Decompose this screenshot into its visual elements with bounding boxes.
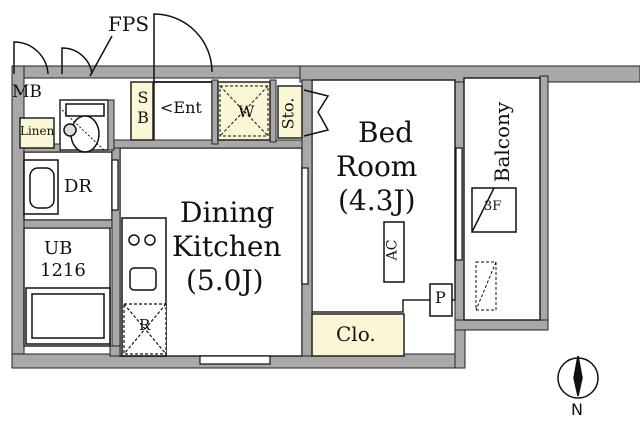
balcony-label: Balcony: [490, 101, 515, 183]
ub-size-label: 1216: [40, 260, 86, 281]
windows: [111, 147, 463, 365]
dining-label: Dining: [180, 196, 275, 229]
fps-label: FPS: [108, 12, 150, 36]
closet-label: Clo.: [336, 322, 376, 346]
storage-fills: [19, 81, 405, 357]
storage-label: Sto.: [278, 97, 298, 130]
washer-label: W: [238, 102, 255, 121]
ac-label: AC: [384, 239, 401, 261]
sb-text: SB: [137, 88, 149, 127]
room-label: Room: [336, 150, 418, 183]
ent-text: Ent: [173, 98, 202, 117]
ent-label: <Ent: [160, 98, 202, 117]
bed-label: Bed: [358, 116, 414, 149]
evacuation-hatch-icon: [471, 187, 517, 233]
closet: [311, 313, 405, 357]
linen-cabinet: [19, 117, 55, 149]
refrigerator-icon: [123, 303, 167, 355]
ac-unit: [383, 221, 405, 283]
mb-label: MB: [12, 82, 42, 102]
wash-basin-icon: [23, 159, 59, 215]
sb-label: SB: [133, 88, 153, 128]
north-label: N: [571, 400, 583, 419]
outdoor-unit-icon: [475, 261, 497, 311]
floor-label: 3F: [484, 199, 502, 214]
storage-closet: [277, 85, 303, 139]
top-doors: [13, 13, 213, 83]
dk-size-label: (5.0J): [186, 264, 264, 297]
pipe-shaft: [429, 283, 453, 317]
ent-arrow-icon: <: [160, 98, 174, 117]
bathtub-icon: [25, 287, 111, 345]
linen-label: Linen: [20, 124, 55, 138]
refrigerator-label: R: [139, 316, 151, 334]
bed-size-label: (4.3J): [338, 184, 416, 217]
ub-label: UB: [44, 238, 73, 259]
dr-label: DR: [64, 176, 92, 197]
storage-door: [303, 89, 330, 137]
washer-area: [217, 81, 271, 141]
p-label: P: [435, 288, 446, 307]
washer-icon: [219, 85, 269, 137]
kitchen-label: Kitchen: [172, 230, 282, 263]
north-arrow-icon: [557, 355, 599, 399]
shoe-box: [130, 81, 154, 141]
